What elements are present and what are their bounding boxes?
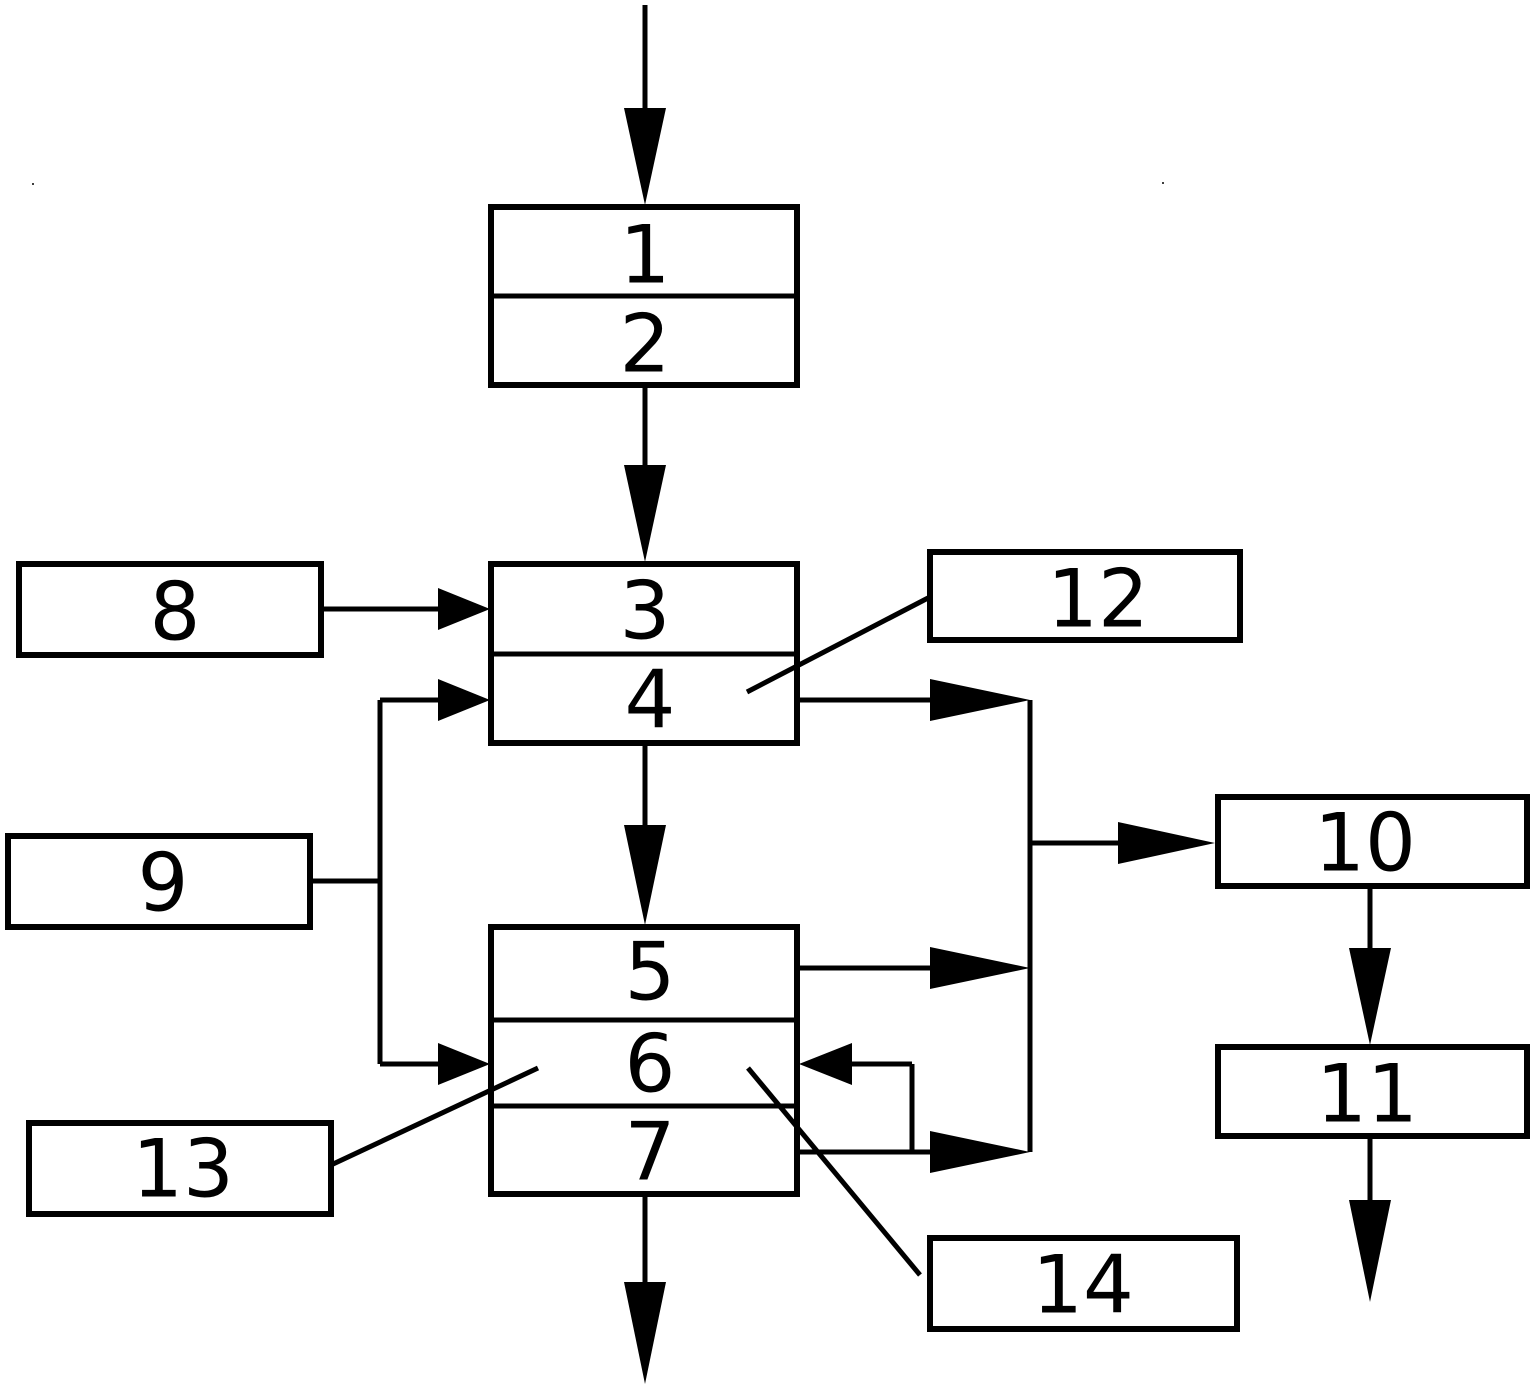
arrow-output-right	[1349, 1200, 1391, 1302]
leader-13-to-6	[329, 1065, 540, 1168]
block-9: 9	[5, 833, 313, 930]
arrow-from-block-4	[930, 679, 1030, 721]
block-12-label: 12	[1047, 553, 1149, 646]
block-14-label: 14	[1032, 1239, 1134, 1332]
block-7-label: 7	[625, 1106, 676, 1199]
block-13: 13	[26, 1120, 334, 1217]
arrow-into-block-6-right	[799, 1043, 852, 1085]
arrow-into-block-1	[624, 108, 666, 205]
block-stack-5-6-7: 5 6 7	[488, 924, 800, 1199]
arrow-into-block-10	[1118, 822, 1215, 864]
block-8: 8	[16, 561, 324, 659]
block-10: 10	[1215, 794, 1530, 890]
arrow-into-block-4-left	[438, 679, 490, 721]
leader-14-to-6	[746, 1066, 922, 1277]
arrow-into-block-11	[1349, 948, 1391, 1045]
block-8-label: 8	[150, 566, 201, 659]
block-2-label: 2	[620, 298, 671, 391]
speck-right	[1162, 182, 1164, 184]
arrow-into-block-6-left	[438, 1043, 490, 1085]
leader-12-to-4	[745, 595, 930, 695]
arrow-output-bottom	[624, 1282, 666, 1384]
block-4-label: 4	[625, 654, 676, 747]
arrow-from-block-5	[930, 947, 1030, 989]
block-stack-1-2: 1 2	[488, 204, 800, 391]
block-stack-3-4: 3 4	[488, 561, 800, 747]
block-6-label: 6	[625, 1018, 676, 1111]
block-13-label: 13	[132, 1123, 234, 1216]
block-5-label: 5	[625, 926, 676, 1019]
block-10-label: 10	[1314, 797, 1416, 890]
arrow-from-block-7	[930, 1131, 1030, 1173]
block-14: 14	[927, 1235, 1240, 1332]
speck-left	[32, 183, 34, 185]
block-1-label: 1	[620, 209, 671, 302]
arrow-into-block-3-left	[438, 588, 490, 630]
block-11: 11	[1215, 1044, 1530, 1141]
block-3-label: 3	[620, 565, 671, 658]
block-12: 12	[927, 549, 1243, 646]
block-11-label: 11	[1316, 1048, 1418, 1141]
block-5-6-7-frame	[488, 924, 800, 1197]
arrow-into-block-5	[624, 825, 666, 925]
arrow-into-block-3	[624, 465, 666, 562]
block-9-label: 9	[138, 837, 189, 930]
